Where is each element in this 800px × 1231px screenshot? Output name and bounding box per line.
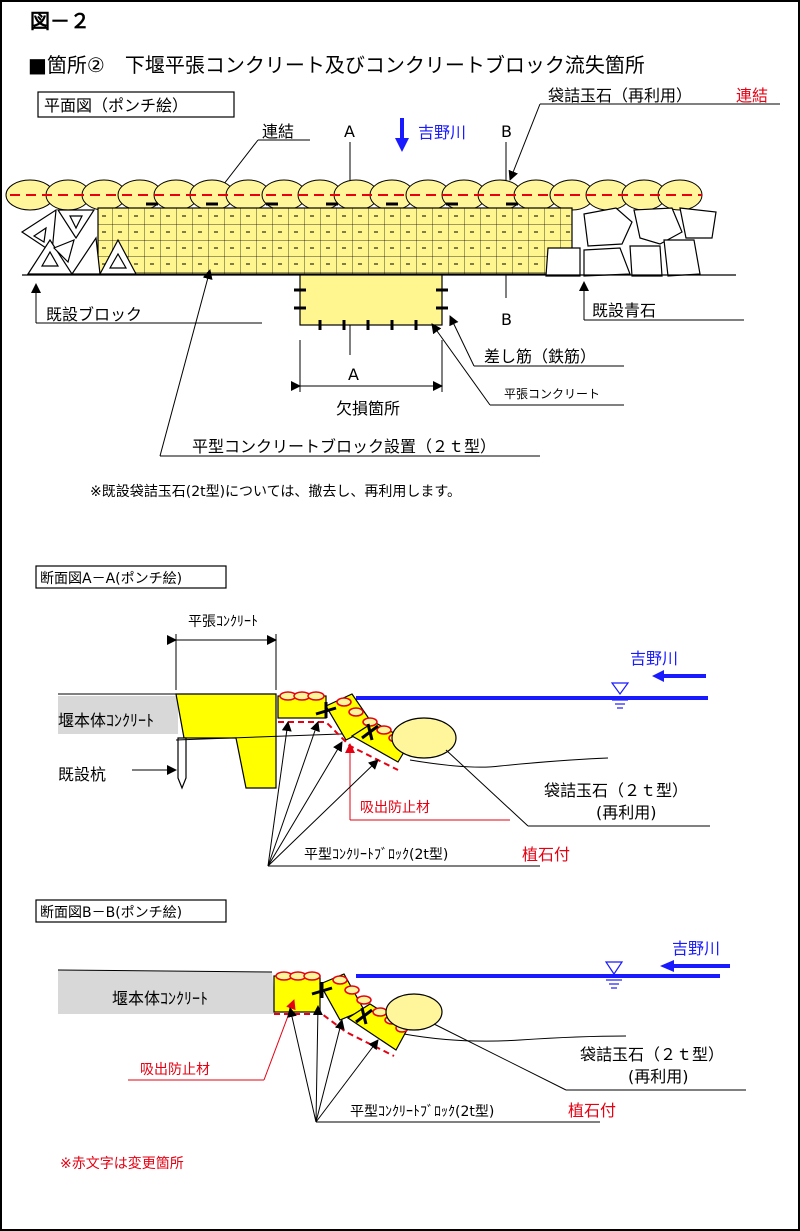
page-heading: ■箇所② 下堰平張コンクリート及びコンクリートブロック流失箇所 (28, 53, 645, 77)
bb-block-label: 平型ｺﾝｸﾘｰﾄﾌﾞﾛｯｸ(2t型) (350, 1104, 494, 1120)
section-bb-title: 断面図B－B(ポンチ絵) (40, 905, 182, 921)
aa-block-leaders (267, 721, 379, 867)
bb-flow-arrow-icon (660, 960, 730, 972)
bb-weir-body-label: 堰本体ｺﾝｸﾘｰﾄ (112, 989, 208, 1008)
aa-block-red-label: 植石付 (522, 845, 570, 864)
existing-block-label: 既設ブロック (46, 305, 142, 324)
bb-bag-stone-label: 袋詰玉石（２ｔ型） (580, 1045, 724, 1064)
section-bb-title-box (35, 899, 227, 923)
plan-river-label: 吉野川 (418, 123, 466, 142)
existing-blue-stones (545, 207, 717, 277)
bag-stone-leader (508, 103, 541, 181)
link-label: 連結 (262, 122, 294, 141)
aa-river-label: 吉野川 (630, 649, 678, 668)
rebar-marks (294, 288, 448, 330)
block-install-label: 平型コンクリートブロック設置（２ｔ型） (192, 437, 496, 456)
rebar-label: 差し筋（鉄筋） (484, 347, 596, 366)
bb-anti-suction-label: 吸出防止材 (140, 1062, 210, 1078)
aa-reuse-label: (再利用) (596, 803, 657, 822)
section-a-top: A (344, 122, 355, 141)
aa-water-level-icon (610, 682, 630, 709)
river-arrow-down-icon (395, 118, 409, 152)
bag-stone-label: 袋詰玉石（再利用） (548, 86, 692, 105)
section-b-top: B (501, 122, 512, 141)
aa-planted-stones (279, 691, 413, 749)
existing-stone-label: 既設青石 (592, 301, 656, 320)
aa-weir-body-label: 堰本体ｺﾝｸﾘｰﾄ (58, 711, 154, 730)
aa-bag-stone-label: 袋詰玉石（２ｔ型） (544, 781, 688, 800)
aa-pile-label: 既設杭 (58, 765, 106, 784)
flat-concrete-label: 平張コンクリート (504, 387, 600, 401)
plan-title: 平面図（ポンチ絵） (44, 96, 188, 115)
damaged-label: 欠損箇所 (336, 399, 400, 418)
aa-weir-body-gray (58, 696, 178, 734)
bb-bag-stone (385, 993, 443, 1031)
bb-block-red-label: 植石付 (568, 1101, 616, 1120)
aa-block-label: 平型ｺﾝｸﾘｰﾄﾌﾞﾛｯｸ(2t型) (304, 847, 448, 863)
plan-title-box (37, 91, 235, 118)
aa-anti-suction-label: 吸出防止材 (360, 800, 430, 816)
figure-number: 図－２ (30, 9, 90, 33)
aa-pile (177, 737, 187, 790)
section-b-bottom: B (501, 310, 512, 329)
section-aa-title: 断面図A－A(ポンチ絵) (40, 571, 182, 587)
bag-stone-link-label: 連結 (736, 86, 768, 105)
damaged-concrete (299, 274, 443, 326)
section-a-bottom: A (348, 365, 359, 384)
flat-block-grid (97, 207, 573, 275)
footer-note: ※赤文字は変更箇所 (60, 1155, 184, 1172)
aa-bag-stone (391, 717, 457, 759)
section-aa-title-box (35, 565, 227, 589)
bb-water-level-icon (604, 961, 624, 989)
bb-reuse-label: (再利用) (628, 1067, 689, 1086)
existing-triangle-blocks (20, 208, 137, 275)
aa-anti-suction-line (278, 721, 399, 771)
aa-flat-concrete-label: 平張ｺﾝｸﾘｰﾄ (188, 614, 258, 630)
bb-river-label: 吉野川 (672, 939, 720, 958)
aa-weir-concrete (175, 693, 277, 789)
bb-weir-body-gray (58, 970, 276, 1014)
aa-flow-arrow-icon (652, 670, 706, 682)
plan-note: ※既設袋詰玉石(2t型)については、撤去し、再利用します。 (90, 484, 461, 500)
bb-block-leaders (287, 1005, 379, 1123)
